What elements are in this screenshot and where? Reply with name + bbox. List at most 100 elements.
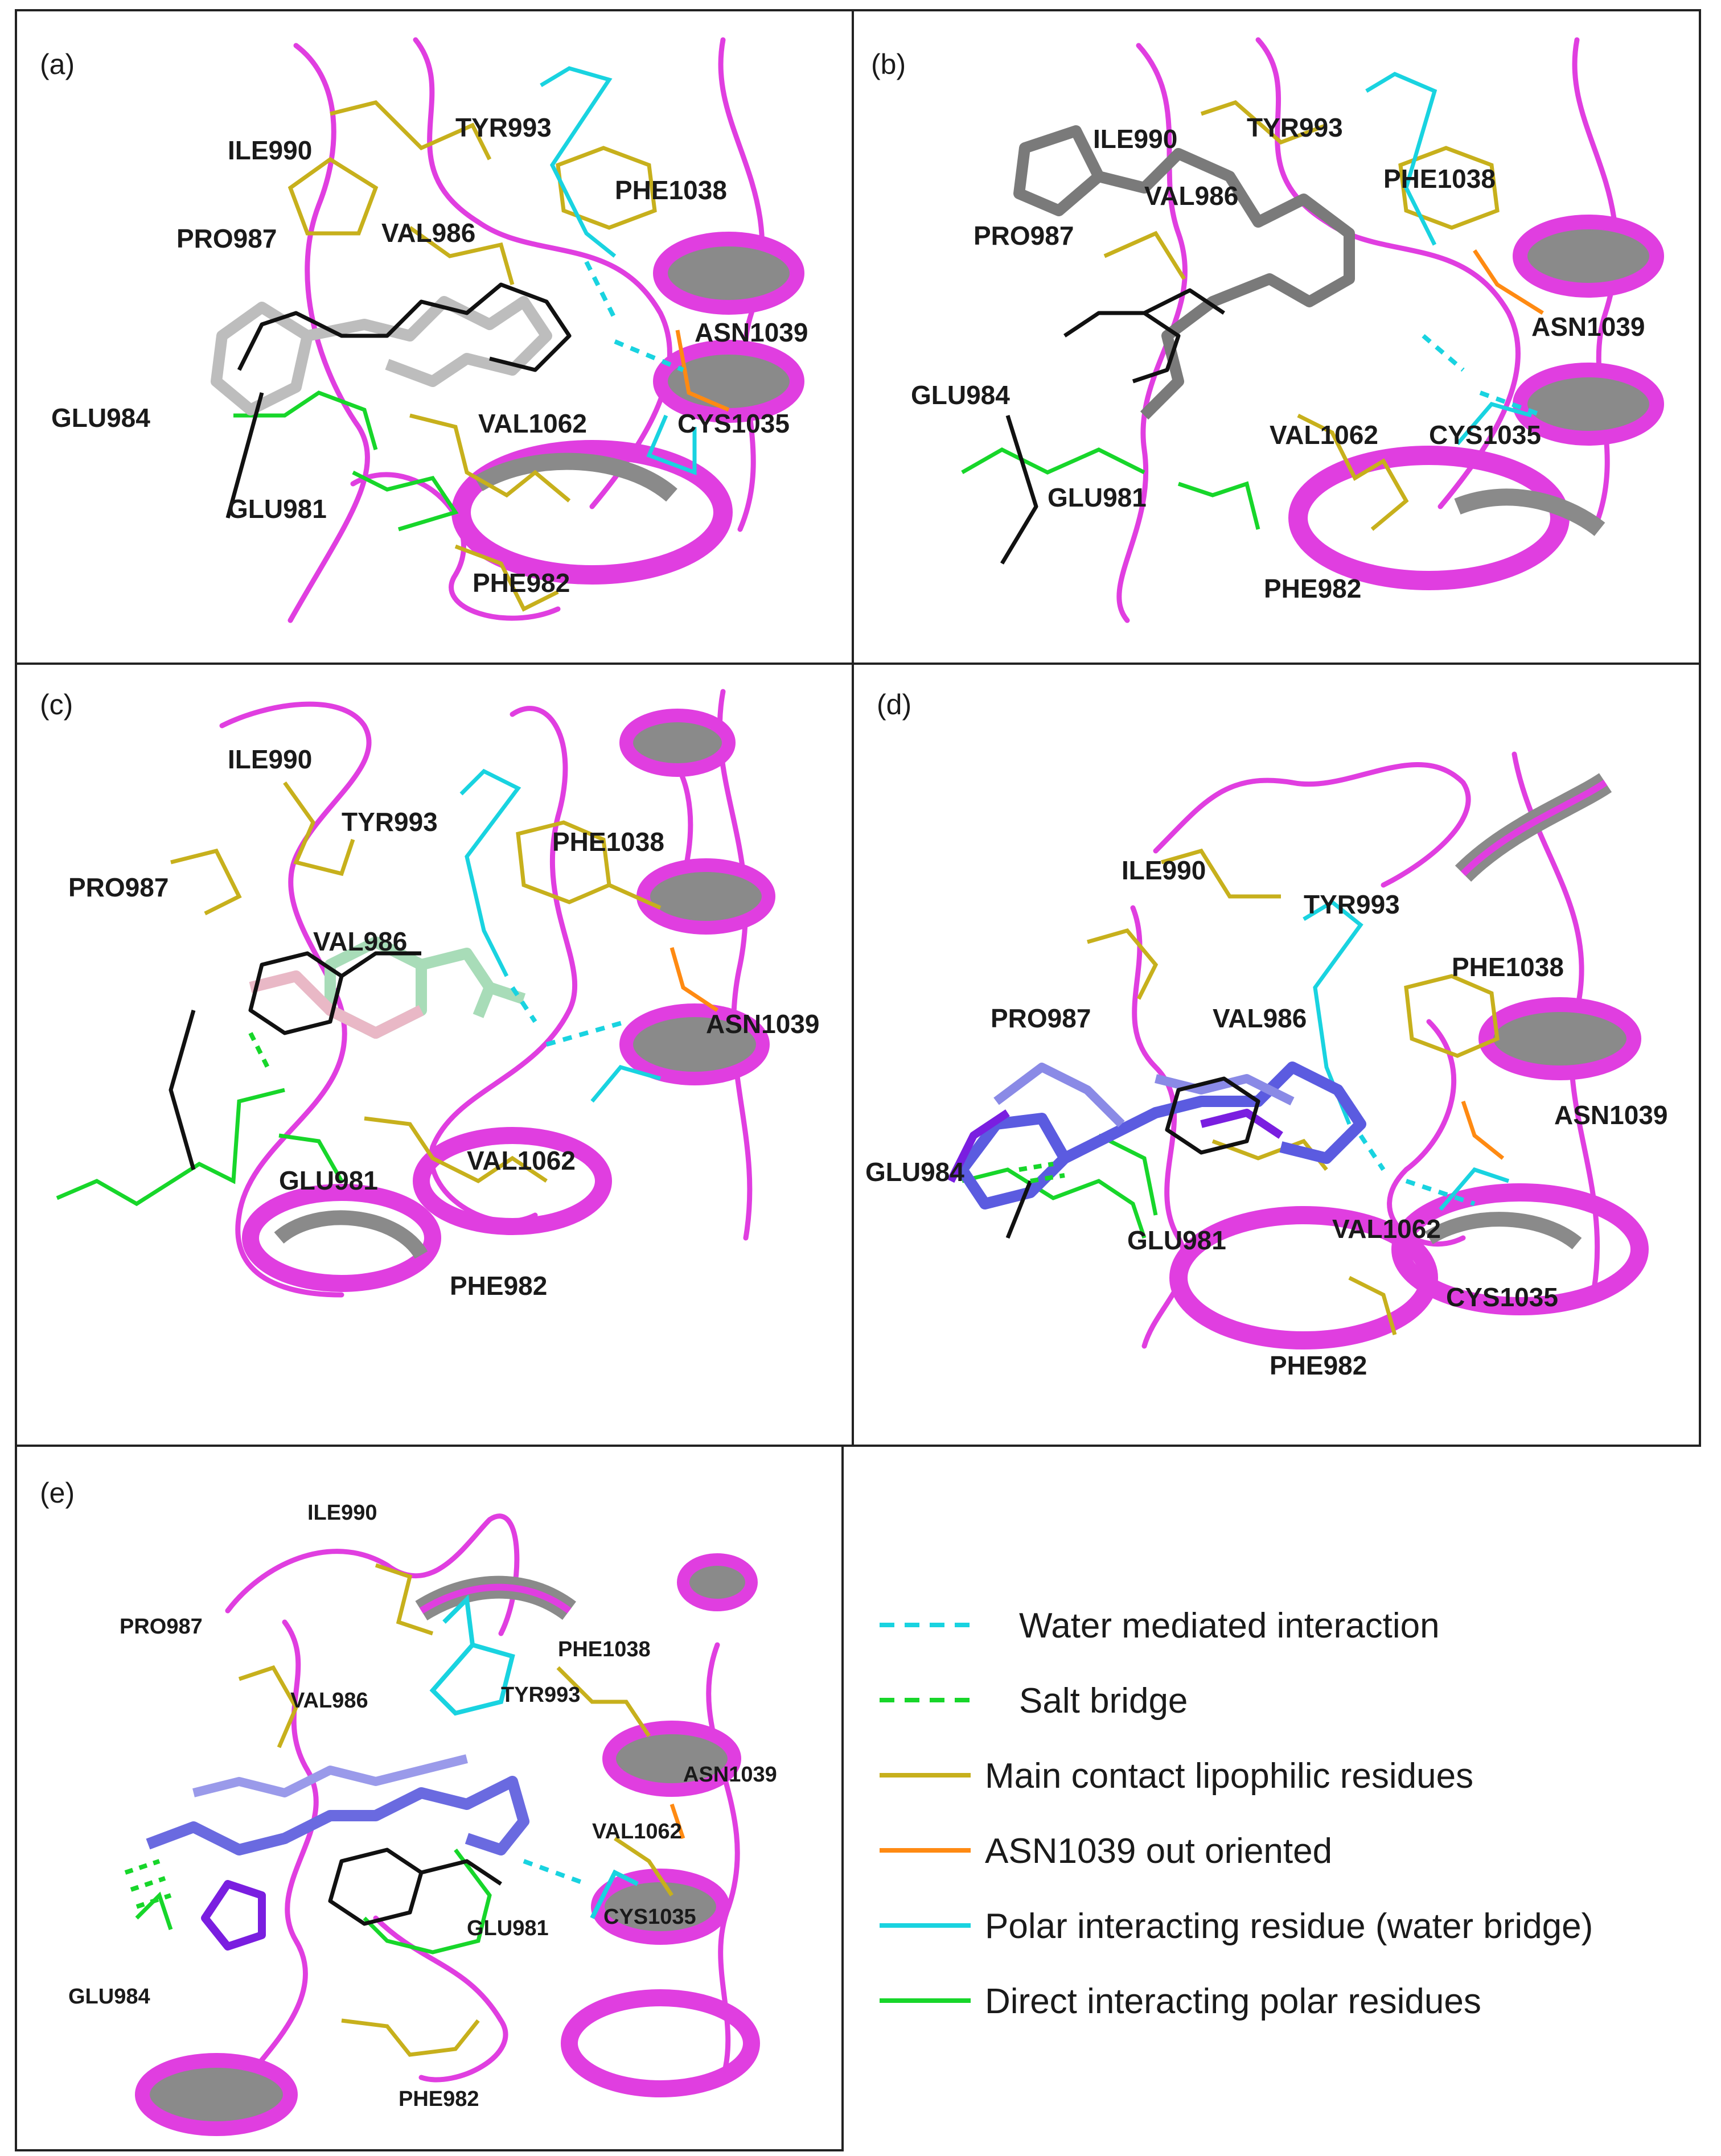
protein-ribbon: [135, 1513, 760, 2136]
residue-labels: ILE990 PHE1038 PRO987 TYR993 VAL986 ASN1…: [68, 1501, 777, 2111]
residue-label: GLU981: [279, 1166, 378, 1195]
residue-label: PHE982: [1264, 574, 1361, 603]
ligands: [947, 1061, 1476, 1239]
polar-water-residues: [429, 1594, 639, 1919]
legend-label: Water mediated interaction: [1019, 1606, 1440, 1645]
panel-b: (b) ILE990 TYR993 PHE1038 VAL986 PRO987 …: [871, 37, 1664, 623]
asn-out-oriented: [669, 1803, 685, 1840]
residue-labels: ILE990 TYR993 PHE1038 PRO987 VAL986 ASN1…: [68, 744, 819, 1301]
legend-item: ASN1039 out oriented: [880, 1832, 1332, 1871]
panel-a: (a) ILE990 TYR993 PHE1038 PRO987 VAL986 …: [40, 37, 808, 623]
residue-label: ASN1039: [1554, 1100, 1667, 1130]
panel-label: (b): [871, 48, 906, 80]
direct-polar-residues: [135, 1848, 492, 1955]
residue-label: PRO987: [68, 873, 169, 902]
residue-label: GLU984: [51, 403, 150, 433]
residue-label: VAL1062: [478, 409, 587, 438]
residue-label: GLU981: [228, 494, 327, 524]
residue-label: ILE990: [307, 1501, 377, 1525]
residue-label: VAL986: [290, 1689, 368, 1713]
protein-ribbon: [1130, 751, 1649, 1349]
direct-polar-residues: [56, 1088, 344, 1207]
residue-label: GLU984: [911, 380, 1010, 410]
direct-polar-residues: [962, 1133, 1158, 1239]
residue-label: ASN1039: [683, 1763, 777, 1787]
legend-label: Main contact lipophilic residues: [985, 1756, 1473, 1796]
residue-label: CYS1035: [677, 409, 790, 438]
legend-item: Direct interacting polar residues: [880, 1982, 1481, 2021]
panel-grid: [15, 9, 1701, 2151]
residue-label: PHE1038: [1452, 952, 1564, 982]
protein-ribbon: [219, 689, 775, 1298]
ligands: [169, 936, 627, 1170]
residue-label: GLU981: [1127, 1225, 1226, 1255]
legend-label: Salt bridge: [1019, 1681, 1188, 1721]
residue-label: GLU981: [1048, 483, 1147, 512]
residue-label: CYS1035: [1429, 420, 1541, 450]
legend-label: Polar interacting residue (water bridge): [985, 1907, 1593, 1946]
residue-label: PHE1038: [1383, 164, 1496, 194]
residue-label: VAL986: [1144, 181, 1238, 211]
residue-label: VAL1062: [467, 1146, 576, 1175]
residue-label: PHE982: [473, 568, 570, 598]
asn-out-oriented: [669, 947, 718, 1012]
legend-item: Salt bridge: [880, 1681, 1188, 1721]
residue-label: VAL986: [1213, 1003, 1307, 1033]
residue-label: GLU981: [467, 1916, 549, 1940]
protein-ribbon: [1116, 37, 1664, 623]
residue-label: TYR993: [342, 807, 438, 837]
ligands: [211, 261, 684, 519]
residue-label: VAL1062: [1332, 1214, 1441, 1244]
residue-label: GLU984: [865, 1157, 964, 1187]
direct-polar-residues: [233, 390, 459, 532]
residue-label: ASN1039: [706, 1009, 819, 1039]
asn-out-oriented: [675, 330, 730, 412]
lipophilic-residues: [238, 1563, 673, 2057]
residue-label: ASN1039: [1531, 312, 1645, 341]
residue-label: PHE1038: [615, 175, 727, 205]
residue-label: VAL986: [313, 927, 407, 956]
residue-labels: ILE990 TYR993 PHE1038 PRO987 VAL986 ASN1…: [865, 855, 1667, 1380]
residue-label: PRO987: [974, 221, 1074, 250]
residue-label: TYR993: [501, 1683, 580, 1707]
polar-water-residues: [459, 768, 661, 1103]
panel-c: (c) ILE990 TYR993 PHE1038 PRO987 VAL986 …: [40, 689, 819, 1301]
residue-label: TYR993: [455, 113, 552, 142]
residue-label: PHE1038: [558, 1637, 651, 1661]
legend-item: Main contact lipophilic residues: [880, 1756, 1473, 1796]
residue-label: ILE990: [1122, 855, 1206, 885]
residue-label: ILE990: [228, 135, 312, 165]
residue-label: CYS1035: [1446, 1282, 1558, 1312]
residue-label: ILE990: [1093, 124, 1177, 154]
lipophilic-residues: [1103, 100, 1500, 531]
ligands: [1000, 125, 1544, 565]
residue-label: PHE982: [1270, 1351, 1367, 1380]
residue-label: PHE982: [399, 2087, 479, 2111]
residue-labels: ILE990 TYR993 PHE1038 VAL986 PRO987 ASN1…: [911, 113, 1645, 603]
panel-d: (d) ILE990 TYR993 PHE1038 PRO987 VAL986 …: [865, 689, 1667, 1380]
ligands: [124, 1754, 588, 1951]
lipophilic-residues: [287, 100, 657, 612]
residue-label: ILE990: [228, 744, 312, 774]
residue-label: VAL1062: [592, 1820, 682, 1844]
legend-label: ASN1039 out oriented: [985, 1832, 1332, 1871]
asn-out-oriented: [1461, 1100, 1505, 1160]
residue-label: PHE1038: [552, 827, 664, 857]
residue-label: ASN1039: [695, 318, 808, 347]
residue-label: PHE982: [450, 1271, 547, 1301]
legend-item: Water mediated interaction: [880, 1606, 1440, 1645]
panel-label: (a): [40, 48, 75, 80]
panel-label: (c): [40, 689, 73, 721]
residue-label: VAL1062: [1270, 420, 1378, 450]
lipophilic-residues: [1087, 848, 1500, 1335]
panel-e: (e) ILE990 PHE1038 PRO987 TYR993 VAL986 …: [40, 1477, 777, 2136]
residue-label: GLU984: [68, 1985, 150, 2009]
asn-out-oriented: [1473, 249, 1544, 315]
protein-ribbon: [287, 37, 804, 623]
residue-labels: ILE990 TYR993 PHE1038 PRO987 VAL986 ASN1…: [51, 113, 808, 598]
panel-label: (d): [877, 689, 911, 721]
panel-label: (e): [40, 1477, 75, 1509]
residue-label: VAL986: [381, 218, 475, 248]
